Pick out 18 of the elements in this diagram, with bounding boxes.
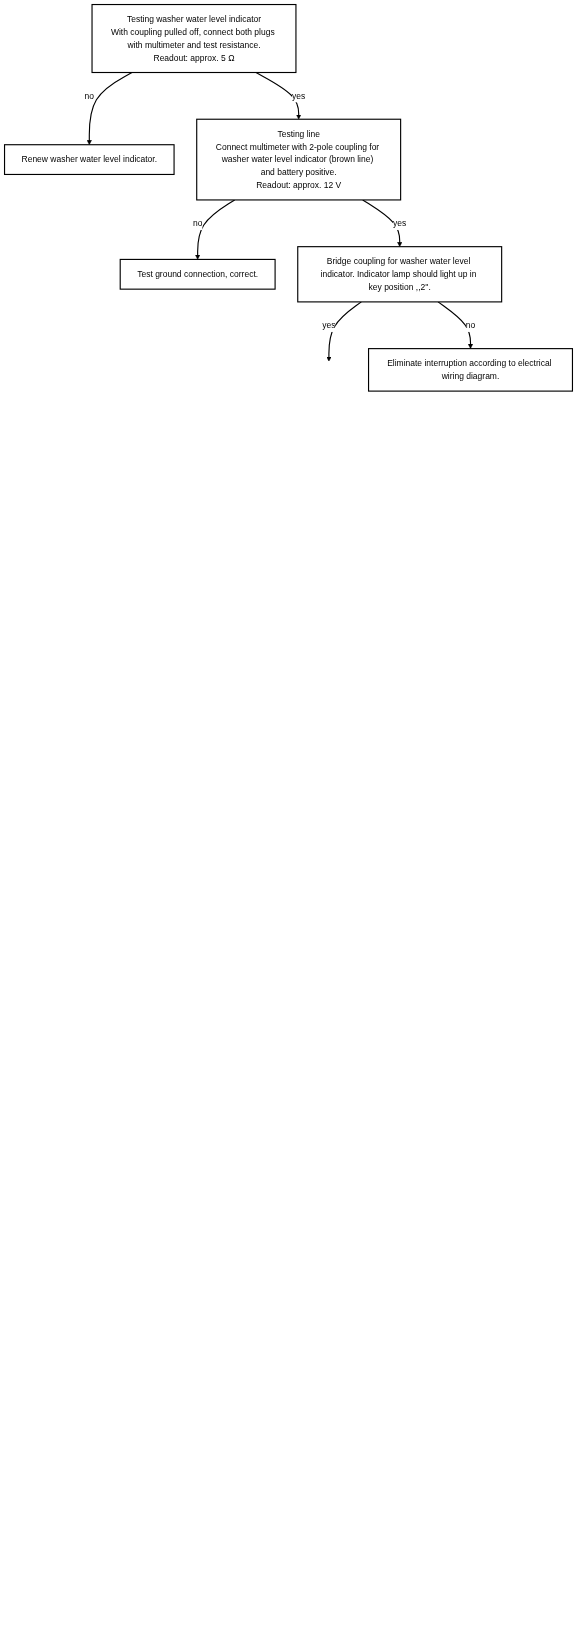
edge-label: no [192,218,203,228]
node-box: Test ground connection, correct. [119,258,276,290]
edge-label: yes [322,320,336,330]
arrow [255,71,302,120]
node-box: Eliminate interruption according to electrical wiring diagram. [368,348,574,392]
edge-label: yes [393,218,407,228]
edge-label: no [465,320,476,330]
node-box: Renew washer water level indicator. [3,144,175,176]
node-box: Testing washer water level indicator With coupling pulled off, connect both plugs with multimeter and test resistance. Readout: approx. 5 Ω [91,3,297,74]
arrow [195,199,236,260]
edge-label: no [84,90,95,101]
node-box: Testing line Connect multimeter with 2-pole coupling for washer water level indicator (brown line) and battery positive. Readout: approx. 12 V [196,118,402,201]
edge-label: yes [292,90,306,101]
arrow [362,199,403,247]
node-box: Bridge coupling for washer water level indicator. Indicator lamp should light up in key position ,,2''. [297,246,503,303]
arrow [326,301,362,362]
arrow [86,71,133,145]
arrow [437,301,473,349]
